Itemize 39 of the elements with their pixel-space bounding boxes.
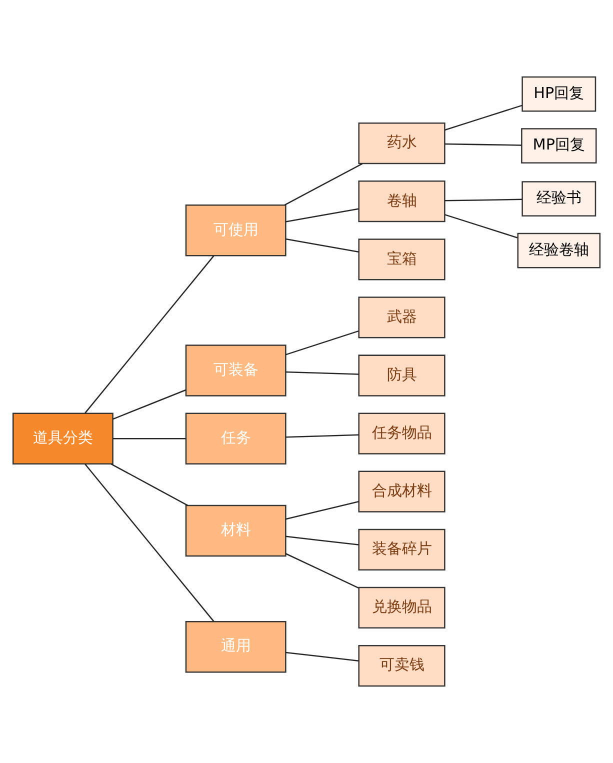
node-box: 道具分类: [12, 412, 114, 464]
connector: [286, 652, 359, 662]
connector: [444, 214, 518, 238]
node-box: 经验书: [522, 181, 596, 216]
connector: [286, 238, 359, 253]
node-box: 药水: [358, 122, 446, 164]
connector: [286, 371, 358, 375]
node-box: 卷轴: [358, 180, 446, 222]
connector: [286, 536, 359, 546]
connector: [444, 143, 522, 146]
node-box: 兑换物品: [358, 586, 446, 629]
node-box: 可使用: [185, 204, 286, 256]
connector: [286, 208, 359, 222]
node-box: 装备碎片: [358, 528, 446, 570]
node-box: 经验卷轴: [517, 232, 601, 268]
node-box: 防具: [358, 354, 446, 396]
node-box: 合成材料: [358, 470, 446, 512]
node-box: 可装备: [185, 344, 286, 396]
connector: [110, 463, 188, 506]
node-box: 任务物品: [358, 412, 446, 454]
connector: [84, 464, 214, 622]
connector: [286, 501, 359, 520]
node-box: 通用: [185, 620, 286, 673]
node-box: 宝箱: [358, 238, 446, 280]
node-box: MP回复: [521, 128, 597, 164]
node-box: 可卖钱: [358, 644, 446, 687]
connector: [285, 330, 359, 356]
node-box: HP回复: [522, 76, 596, 112]
connector: [112, 389, 186, 420]
node-box: 材料: [185, 504, 286, 557]
connector: [113, 438, 186, 440]
connector: [84, 255, 214, 414]
node-box: 任务: [185, 412, 286, 464]
connector: [444, 104, 522, 131]
node-box: 武器: [358, 296, 446, 338]
connector: [444, 198, 522, 202]
connector: [286, 434, 358, 438]
connector: [284, 163, 363, 206]
connector: [285, 553, 359, 588]
